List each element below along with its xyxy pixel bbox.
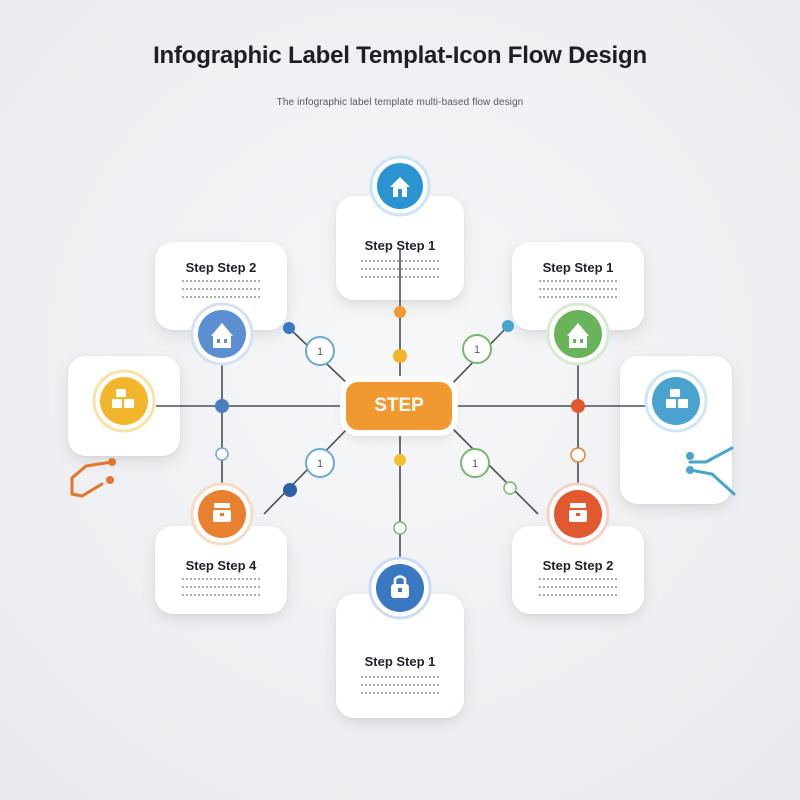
decorative-right-wires: [686, 446, 736, 496]
box-icon: [213, 503, 231, 522]
connector-number-upper-right: 1: [462, 334, 492, 364]
node-right: [644, 369, 708, 433]
dot-lower-right-small: [503, 481, 517, 495]
step-card-bottom-right-label: Step Step 2: [542, 558, 614, 573]
central-step-hub: STEP: [346, 382, 452, 430]
dot-bottom-1: [394, 454, 406, 466]
stack-icon: [666, 389, 688, 408]
house-icon: [390, 177, 410, 197]
dot-bottom-2: [393, 521, 407, 535]
dot-left: [215, 399, 229, 413]
stack-icon: [112, 389, 134, 408]
dot-top-1: [394, 306, 406, 318]
step-card-top-label: Step Step 1: [364, 238, 436, 253]
building-icon: [211, 323, 233, 348]
step-card-bottom-left-text-lines: [182, 578, 260, 602]
page-title: Infographic Label Templat-Icon Flow Desi…: [153, 42, 647, 69]
node-bottom-right: [546, 482, 610, 546]
step-card-top-left-text-lines: [182, 280, 260, 304]
bag-icon: [391, 575, 409, 598]
svg-text:1: 1: [472, 458, 478, 470]
dot-right: [571, 399, 585, 413]
node-bottom-left: [190, 482, 254, 546]
svg-text:1: 1: [474, 344, 480, 356]
step-card-bottom-left-label: Step Step 4: [185, 558, 257, 573]
step-card-bottom-label: Step Step 1: [364, 654, 436, 669]
step-card-top-left-label: Step Step 2: [185, 260, 257, 275]
step-card-bottom-text-lines: [361, 676, 439, 700]
svg-text:1: 1: [317, 346, 323, 358]
connector-number-lower-left: 1: [305, 448, 335, 478]
dot-upper-right-small: [502, 320, 514, 332]
box-icon: [569, 503, 587, 522]
node-left: [92, 369, 156, 433]
junction-dots: [215, 306, 586, 535]
node-top: [369, 155, 431, 217]
dot-left-lower: [215, 447, 229, 461]
dot-top-2: [393, 349, 407, 363]
dot-upper-left-small: [283, 322, 295, 334]
node-top-right: [546, 302, 610, 366]
step-card-top-right-label: Step Step 1: [542, 260, 614, 275]
dot-right-lower: [570, 447, 586, 463]
step-card-top-right-text-lines: [539, 280, 617, 304]
node-bottom: [368, 556, 432, 620]
step-card-top-left: Step Step 2: [155, 242, 287, 330]
connector-number-lower-right: 1: [460, 448, 490, 478]
page-subtitle: The infographic label template multi-bas…: [276, 97, 524, 108]
step-card-bottom-right-text-lines: [539, 578, 617, 602]
dot-lower-left-small: [283, 483, 297, 497]
svg-text:1: 1: [317, 458, 323, 470]
building-icon: [567, 323, 589, 348]
decorative-left-wires: [70, 458, 116, 498]
node-top-left: [190, 302, 254, 366]
connector-number-upper-left: 1: [305, 336, 335, 366]
